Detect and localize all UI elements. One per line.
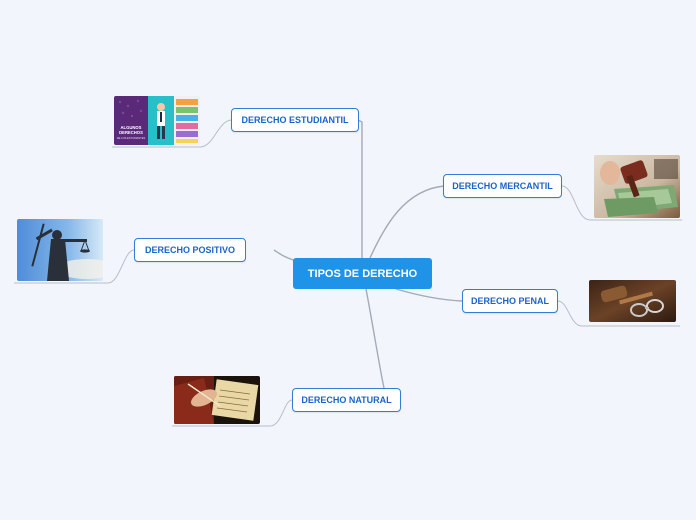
- gavel-handcuffs-image[interactable]: [589, 280, 676, 322]
- svg-text:ALGUNOS: ALGUNOS: [121, 125, 142, 130]
- node-derecho-natural[interactable]: DERECHO NATURAL: [292, 388, 401, 412]
- writing-hand-image[interactable]: [174, 376, 260, 424]
- node-label: DERECHO POSITIVO: [144, 245, 235, 255]
- node-derecho-positivo[interactable]: DERECHO POSITIVO: [134, 238, 246, 262]
- node-label: DERECHO PENAL: [470, 296, 549, 306]
- lady-justice-image[interactable]: [17, 219, 103, 281]
- gavel-money-image[interactable]: [594, 155, 680, 218]
- node-derecho-mercantil[interactable]: DERECHO MERCANTIL: [443, 174, 562, 198]
- node-label: DERECHO MERCANTIL: [452, 181, 553, 191]
- node-label: DERECHO NATURAL: [301, 395, 392, 405]
- node-derecho-penal[interactable]: DERECHO PENAL: [462, 289, 558, 313]
- svg-text:DERECHOS: DERECHOS: [119, 130, 143, 135]
- central-topic[interactable]: TIPOS DE DERECHO: [293, 258, 432, 289]
- svg-text:DE LOS ESTUDIANTES: DE LOS ESTUDIANTES: [117, 136, 146, 140]
- node-label: DERECHO ESTUDIANTIL: [241, 115, 349, 125]
- node-derecho-estudiantil[interactable]: DERECHO ESTUDIANTIL: [231, 108, 359, 132]
- students-rights-image[interactable]: ALGUNOS DERECHOS DE LOS ESTUDIANTES: [114, 96, 200, 145]
- central-topic-label: TIPOS DE DERECHO: [307, 267, 418, 280]
